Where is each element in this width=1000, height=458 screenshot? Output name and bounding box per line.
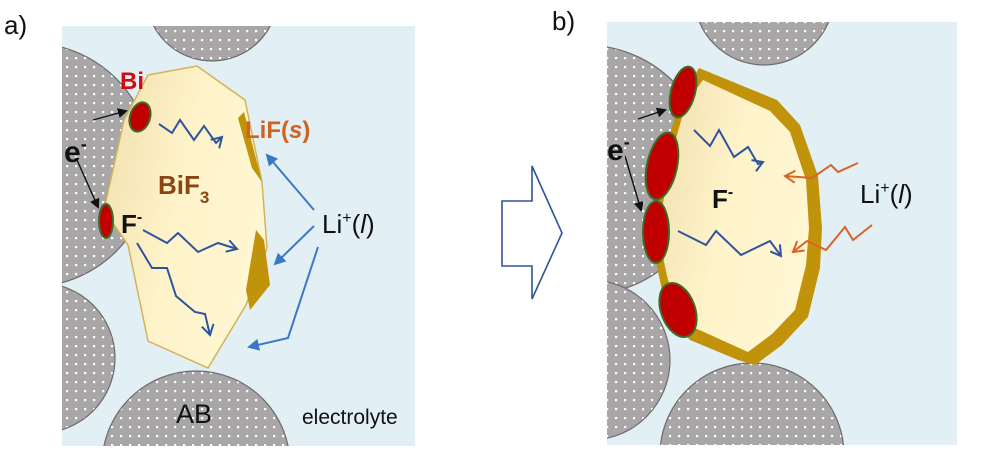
fluoride-diffusion-path: [136, 242, 215, 337]
lif-deposit-lower: [246, 230, 270, 310]
electron-arrow: [637, 107, 667, 120]
bi-particle: [128, 101, 152, 133]
lithium-ion-arrow: [247, 246, 319, 351]
fluoride-label: F-: [712, 184, 733, 214]
bi-particle: [658, 282, 698, 338]
fluoride-label: F-: [121, 209, 142, 239]
electron-label: e-: [607, 132, 630, 167]
bif3-label: BiF3: [158, 170, 209, 207]
carbon-particle-top: [698, 22, 830, 66]
fluoride-diffusion-path: [142, 229, 239, 254]
lif-deposit-upper: [238, 112, 262, 182]
bi-label: Bi: [120, 68, 144, 95]
carbon-particle-left-lower: [62, 285, 116, 431]
electron-arrow: [624, 155, 644, 212]
bif3-core: [658, 80, 809, 352]
lithium-ion-label: Li+(l): [322, 209, 375, 239]
panel-b-label: b): [552, 6, 575, 36]
carbon-particle-top: [153, 26, 271, 62]
bi-particle: [642, 200, 670, 264]
bi-particle: [668, 65, 698, 119]
lithium-ion-label: Li+(l): [860, 179, 913, 209]
bi-particle: [644, 131, 680, 201]
bif3-particle: [103, 65, 268, 369]
panel-a: a) Bi e- BiF3 F- LiF(s) Li+(l: [4, 10, 415, 446]
lithium-ion-arrow: [265, 153, 315, 211]
bi-particle: [98, 203, 114, 239]
transition-arrow-icon: [501, 165, 563, 300]
electron-arrow: [76, 159, 100, 209]
panel-b: b) e- F- Li+(l): [552, 6, 957, 445]
lif-label: LiF(s): [245, 117, 310, 144]
lithium-ion-path: [791, 224, 873, 254]
fluoride-diffusion-path: [677, 229, 783, 258]
lithium-ion-arrow: [273, 225, 315, 266]
electron-label: e-: [64, 134, 87, 169]
electrolyte-label: electrolyte: [302, 406, 398, 429]
panel-a-label: a): [4, 10, 27, 40]
electron-arrow: [92, 108, 128, 121]
carbon-particle-ab: [103, 370, 289, 446]
fluoride-diffusion-path: [693, 127, 765, 172]
carbon-particle-left-lower: [607, 281, 671, 439]
fluoride-diffusion-path: [158, 118, 224, 149]
lithium-ion-path: [783, 162, 859, 184]
ab-label: AB: [176, 399, 212, 429]
